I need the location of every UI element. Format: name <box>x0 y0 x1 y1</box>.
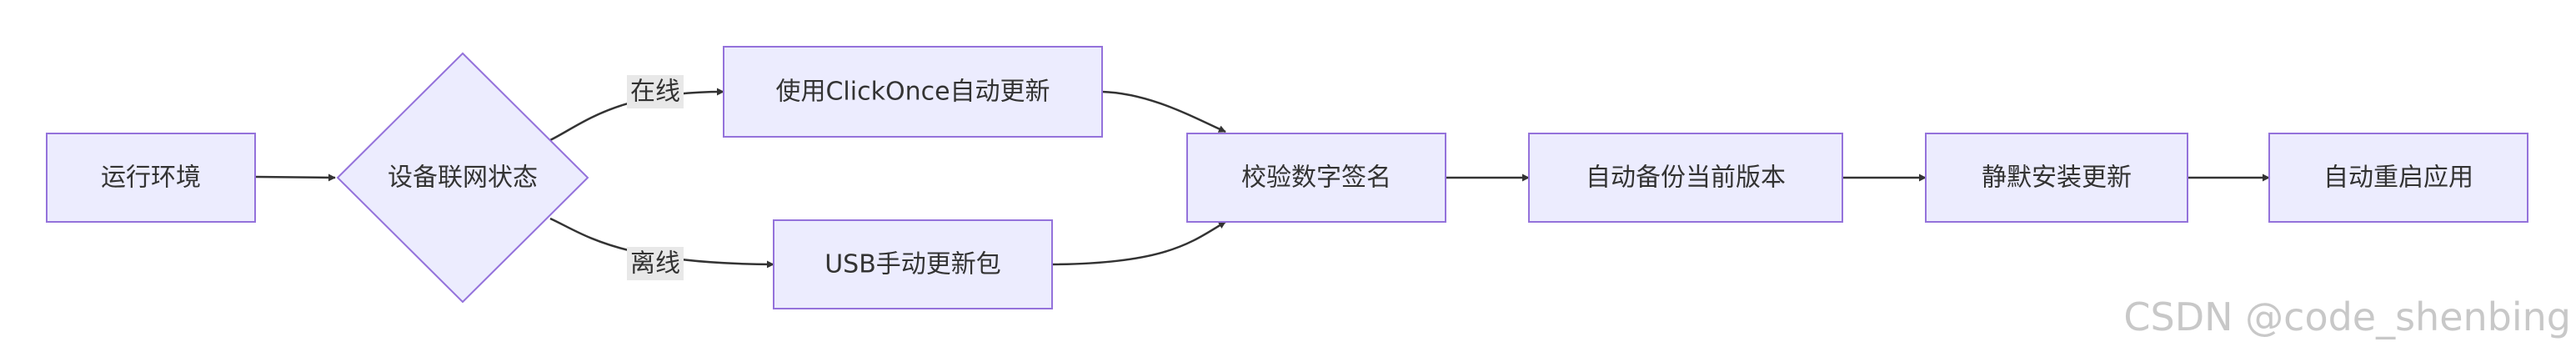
edge-runtime-to-network <box>254 173 336 182</box>
node-network-status: 设备联网状态 <box>336 52 589 304</box>
edge-network-to-usb <box>549 217 774 269</box>
edge-label-offline-text: 离线 <box>630 249 680 279</box>
node-usb-update: USB手动更新包 <box>773 219 1053 309</box>
edge-label-online-text: 在线 <box>630 78 680 107</box>
edge-label-online: 在线 <box>627 75 684 108</box>
node-backup-version-label: 自动备份当前版本 <box>1586 163 1786 193</box>
edge-usb-to-verify <box>1051 220 1226 266</box>
node-usb-update-label: USB手动更新包 <box>824 250 1001 279</box>
edges <box>254 88 2270 269</box>
node-backup-version: 自动备份当前版本 <box>1528 133 1843 223</box>
node-auto-restart-label: 自动重启应用 <box>2323 163 2473 193</box>
node-runtime-env: 运行环境 <box>46 133 256 223</box>
node-verify-signature: 校验数字签名 <box>1186 133 1446 223</box>
node-runtime-env-label: 运行环境 <box>101 163 201 193</box>
edge-label-offline: 离线 <box>627 247 684 280</box>
node-silent-install-label: 静默安装更新 <box>1982 163 2132 193</box>
node-auto-restart: 自动重启应用 <box>2268 133 2528 223</box>
edge-clickonce-to-verify <box>1101 90 1226 133</box>
node-verify-signature-label: 校验数字签名 <box>1241 163 1391 193</box>
node-silent-install: 静默安装更新 <box>1925 133 2188 223</box>
node-clickonce-update-label: 使用ClickOnce自动更新 <box>775 78 1050 107</box>
node-network-status-label: 设备联网状态 <box>388 163 538 193</box>
watermark-text: CSDN @code_shenbing <box>2123 294 2571 339</box>
edge-network-to-clickonce <box>549 88 724 142</box>
node-clickonce-update: 使用ClickOnce自动更新 <box>723 46 1103 138</box>
